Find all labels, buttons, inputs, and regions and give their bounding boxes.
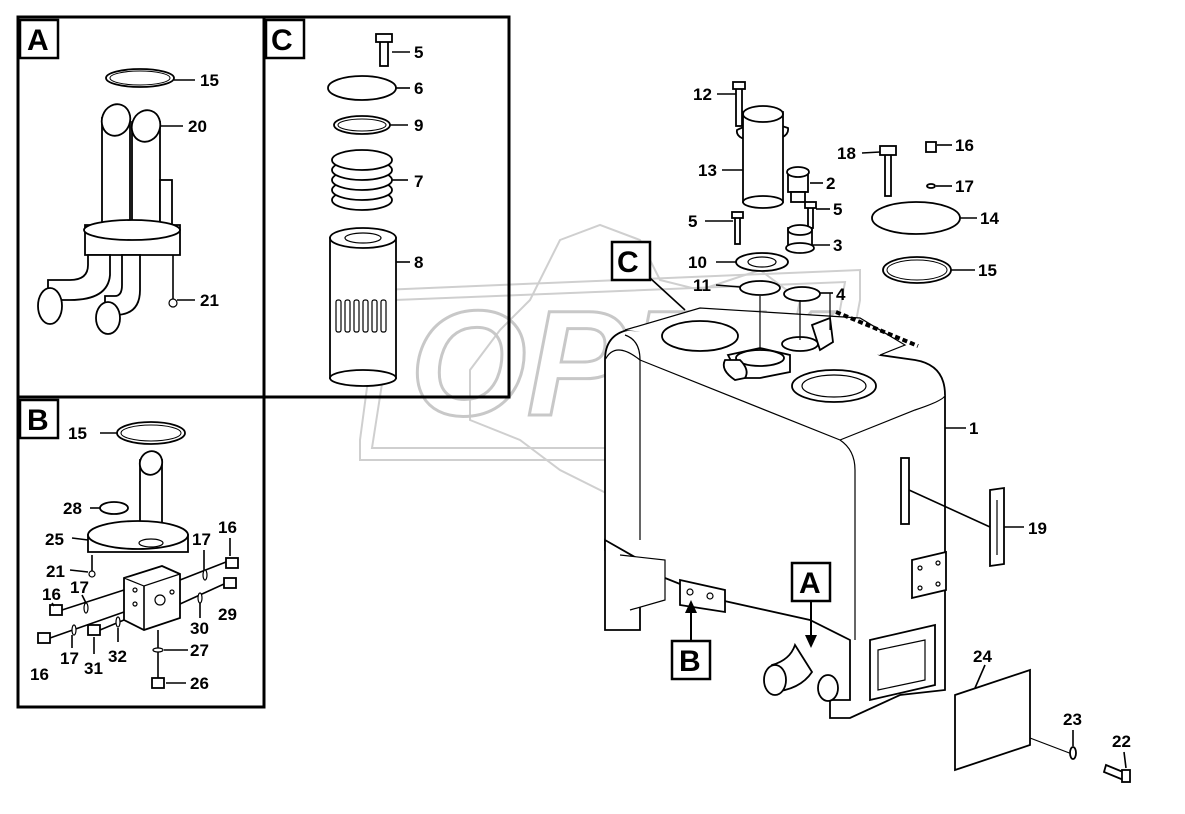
sight-gauge	[989, 486, 1005, 568]
callout-main-2: 2	[826, 174, 835, 193]
callout-main-23: 23	[1063, 710, 1082, 729]
callout-main-4: 4	[836, 285, 846, 304]
callout-b-25: 25	[45, 530, 64, 549]
callout-main-15: 15	[978, 261, 997, 280]
svg-text:C: C	[617, 246, 639, 279]
callout-b-17c: 17	[60, 649, 79, 668]
tag-a: A	[18, 18, 60, 60]
panel-c	[262, 15, 511, 399]
callout-main-17: 17	[955, 177, 974, 196]
svg-text:A: A	[27, 24, 49, 57]
callout-b-26: 26	[190, 674, 209, 693]
svg-text:B: B	[27, 404, 49, 437]
callout-main-3: 3	[833, 236, 842, 255]
callout-main-18: 18	[837, 144, 856, 163]
callout-b-27: 27	[190, 641, 209, 660]
callout-main-12: 12	[693, 85, 712, 104]
callout-b-30: 30	[190, 619, 209, 638]
callout-main-11: 11	[693, 276, 711, 295]
callout-main-19: 19	[1028, 519, 1047, 538]
callout-a-20: 20	[188, 117, 207, 136]
svg-text:C: C	[271, 24, 293, 57]
tag-b: B	[18, 398, 60, 440]
callout-a-15: 15	[200, 71, 219, 90]
callout-main-10: 10	[688, 253, 707, 272]
callout-c-9: 9	[414, 116, 423, 135]
suction-pipe-assembly	[37, 68, 181, 335]
callout-main-5a: 5	[688, 212, 697, 231]
valve-block-assembly	[37, 421, 239, 689]
filter-assembly	[327, 33, 397, 387]
callout-b-29: 29	[218, 605, 237, 624]
tag-c: C	[264, 18, 306, 60]
callout-main-24: 24	[973, 647, 992, 666]
callout-main-13: 13	[698, 161, 717, 180]
callout-b-28: 28	[63, 499, 82, 518]
panel-b	[16, 395, 266, 709]
callout-b-17b: 17	[70, 578, 89, 597]
callout-b-16c: 16	[30, 665, 49, 684]
callout-main-5b: 5	[833, 200, 842, 219]
callout-b-15: 15	[68, 424, 87, 443]
svg-text:B: B	[679, 645, 701, 678]
callout-c-6: 6	[414, 79, 423, 98]
callout-main-16: 16	[955, 136, 974, 155]
top-parts	[731, 81, 961, 350]
callout-b-21: 21	[46, 562, 65, 581]
callout-c-8: 8	[414, 253, 423, 272]
callout-main-14: 14	[980, 209, 999, 228]
callout-b-16b: 16	[42, 585, 61, 604]
view-indicator-a: A	[790, 561, 832, 648]
callout-main-22: 22	[1112, 732, 1131, 751]
cover-plate	[954, 668, 1131, 783]
callout-b-31: 31	[84, 659, 103, 678]
view-indicator-b: B	[670, 600, 712, 681]
callout-b-16a: 16	[218, 518, 237, 537]
callout-c-5: 5	[414, 43, 423, 62]
hydraulic-tank	[604, 307, 947, 719]
callout-b-17a: 17	[192, 530, 211, 549]
callout-b-32: 32	[108, 647, 127, 666]
callout-a-21: 21	[200, 291, 219, 310]
callout-main-1: 1	[969, 419, 978, 438]
callout-c-7: 7	[414, 172, 423, 191]
view-indicator-c: C	[610, 240, 686, 311]
svg-text:A: A	[799, 567, 821, 600]
